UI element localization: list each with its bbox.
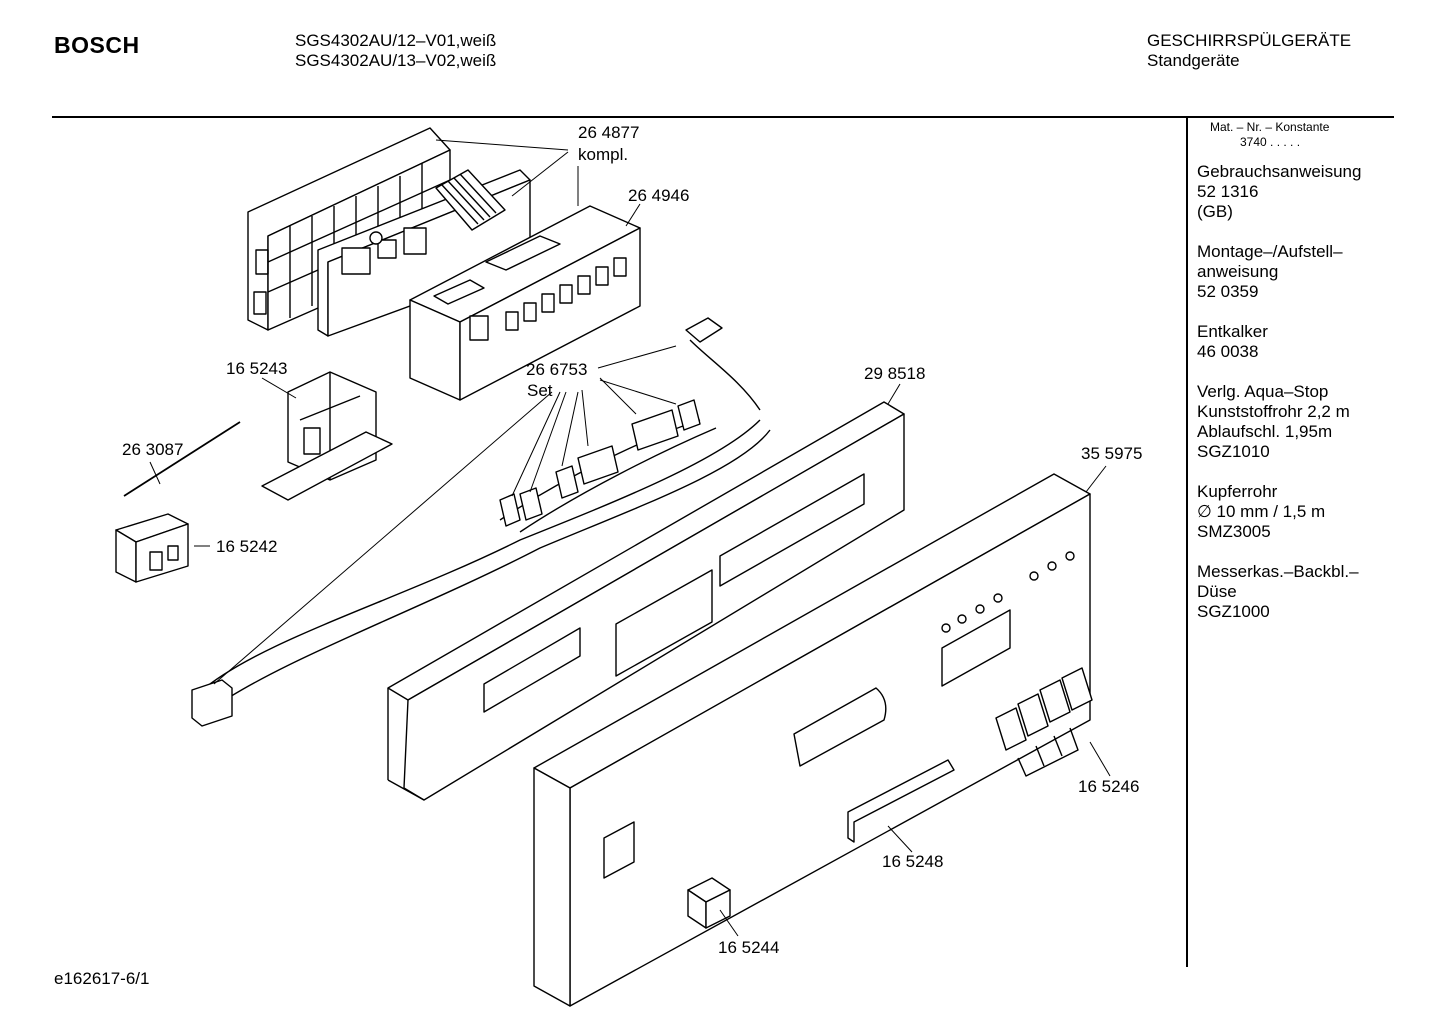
part-label-264877: 26 4877 <box>578 123 640 142</box>
accessory-list: Gebrauchsanweisung 52 1316 (GB) Montage–… <box>1197 162 1387 642</box>
cover-strip-part <box>847 759 955 843</box>
material-number-value: 3740 . . . . . <box>1240 135 1301 149</box>
header-divider <box>52 116 1394 118</box>
part-note-kompl: kompl. <box>578 145 629 164</box>
accessory-item: Gebrauchsanweisung 52 1316 (GB) <box>1197 162 1387 222</box>
category-title: GESCHIRRSPÜLGERÄTE <box>1147 31 1352 50</box>
part-label-298518: 29 8518 <box>864 364 926 383</box>
button-set-part <box>995 667 1093 777</box>
accessory-item: Messerkas.–Backbl.– Düse SGZ1000 <box>1197 562 1387 622</box>
subcategory-title: Standgeräte <box>1147 51 1240 70</box>
control-board-part <box>317 169 531 337</box>
panel-frame-part <box>387 401 905 801</box>
rod-part <box>123 421 241 497</box>
accessory-line: SGZ1000 <box>1197 602 1270 621</box>
accessory-line: Kupferrohr <box>1197 482 1278 501</box>
knob-part <box>687 877 731 929</box>
accessory-line: 52 0359 <box>1197 282 1259 301</box>
accessory-item: Verlg. Aqua–Stop Kunststoffrohr 2,2 m Ab… <box>1197 382 1387 462</box>
bracket-part <box>261 371 393 501</box>
part-label-266753: 26 6753 <box>526 360 588 379</box>
switch-part <box>115 513 189 583</box>
program-module-part <box>409 205 641 401</box>
accessory-line: SGZ1010 <box>1197 442 1270 461</box>
front-panel-part <box>533 473 1091 1007</box>
accessory-item: Kupferrohr ∅ 10 mm / 1,5 m SMZ3005 <box>1197 482 1387 542</box>
part-label-263087: 26 3087 <box>122 440 184 459</box>
part-label-264946: 26 4946 <box>628 186 690 205</box>
part-label-165244: 16 5244 <box>718 938 780 957</box>
material-number-label: Mat. – Nr. – Konstante <box>1210 120 1330 134</box>
part-note-set: Set <box>527 381 553 400</box>
sidebar-divider <box>1186 117 1188 967</box>
brand-logo: BOSCH <box>54 32 140 58</box>
accessory-line: Gebrauchsanweisung <box>1197 162 1362 181</box>
accessory-line: Ablaufschl. 1,95m <box>1197 422 1333 441</box>
accessory-line: Entkalker <box>1197 322 1268 341</box>
accessory-line: Montage–/Aufstell– <box>1197 242 1343 261</box>
part-label-165248: 16 5248 <box>882 852 944 871</box>
part-label-355975: 35 5975 <box>1081 444 1143 463</box>
accessory-line: Kunststoffrohr 2,2 m <box>1197 402 1350 421</box>
accessory-line: Verlg. Aqua–Stop <box>1197 382 1329 401</box>
accessory-item: Entkalker 46 0038 <box>1197 322 1387 362</box>
accessory-line: Messerkas.–Backbl.– <box>1197 562 1359 581</box>
accessory-line: (GB) <box>1197 202 1233 221</box>
model-line-1: SGS4302AU/12–V01,weiß <box>295 31 497 50</box>
part-label-165242: 16 5242 <box>216 537 278 556</box>
accessory-item: Montage–/Aufstell– anweisung 52 0359 <box>1197 242 1387 302</box>
exploded-parts-drawing <box>115 127 1111 1007</box>
accessory-line: anweisung <box>1197 262 1279 281</box>
accessory-line: Düse <box>1197 582 1237 601</box>
part-label-165246: 16 5246 <box>1078 777 1140 796</box>
accessory-line: 52 1316 <box>1197 182 1259 201</box>
model-line-2: SGS4302AU/13–V02,weiß <box>295 51 497 70</box>
drawing-code: e162617-6/1 <box>54 969 150 988</box>
cable-harness-part <box>191 317 771 727</box>
leader-lines <box>149 139 1111 937</box>
accessory-line: 46 0038 <box>1197 342 1259 361</box>
accessory-line: SMZ3005 <box>1197 522 1271 541</box>
accessory-line: ∅ 10 mm / 1,5 m <box>1197 502 1326 521</box>
part-label-165243: 16 5243 <box>226 359 288 378</box>
